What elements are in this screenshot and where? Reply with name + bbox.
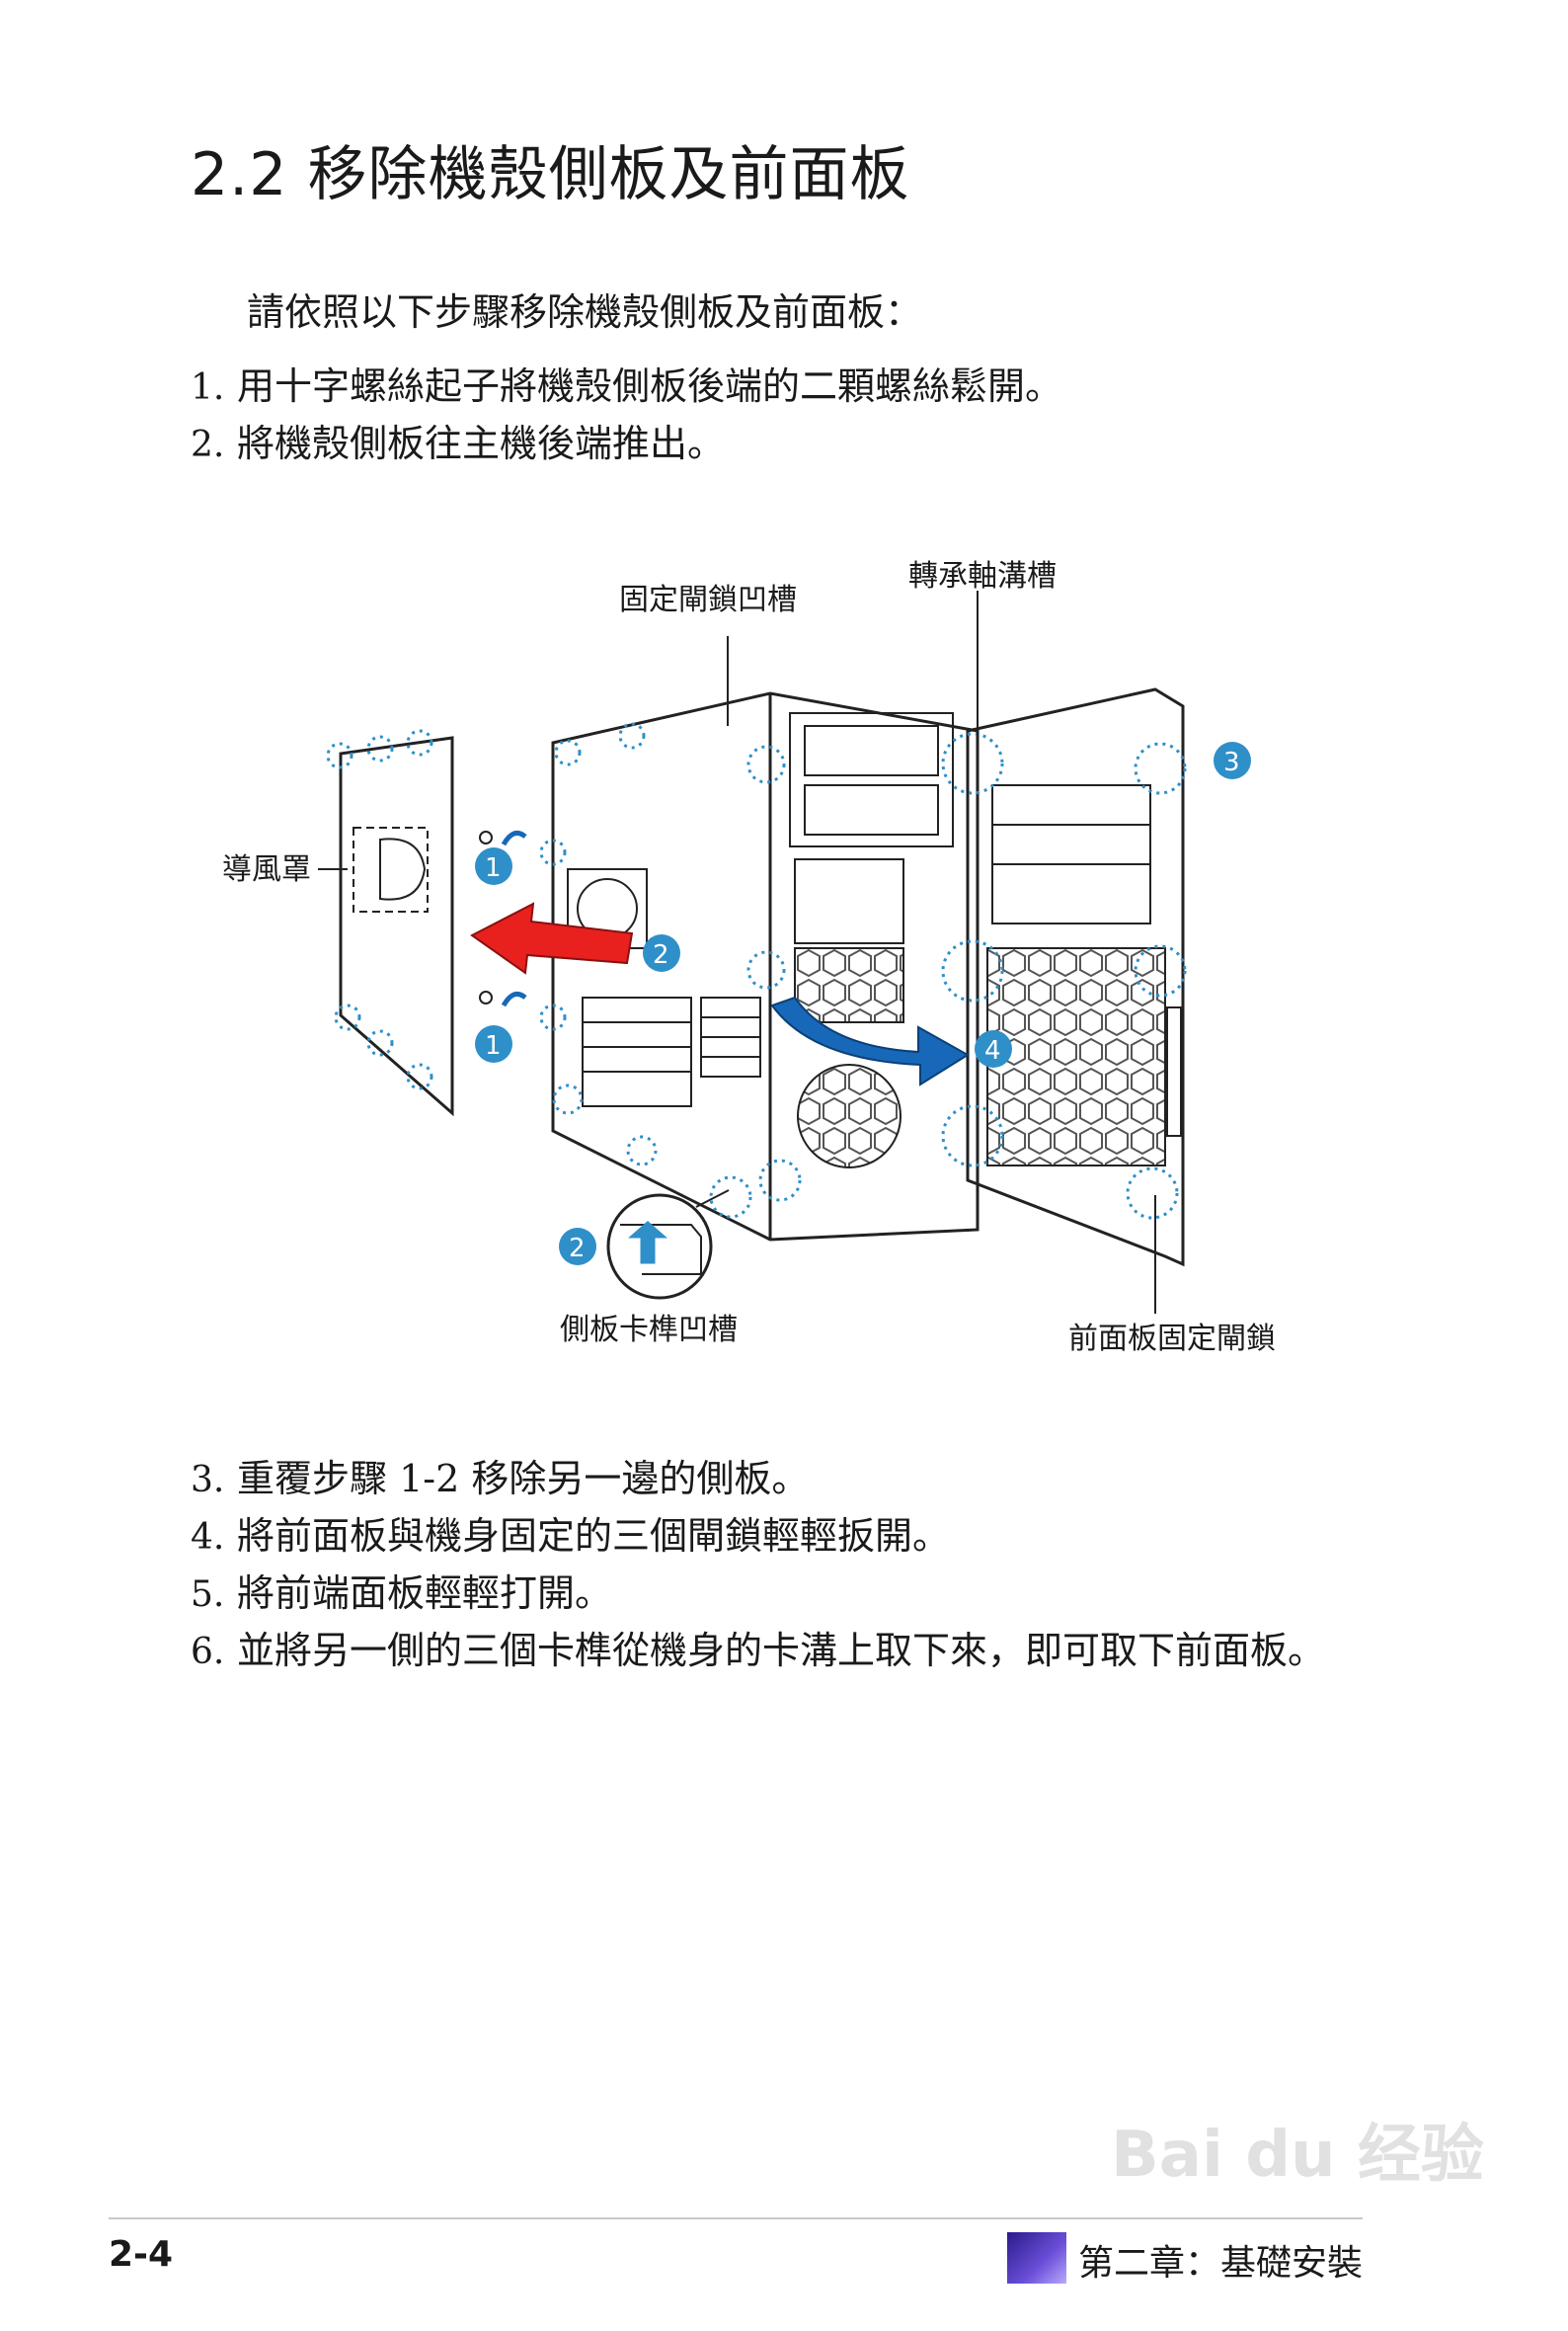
badge-detail: 2 [569, 1234, 586, 1263]
screw-icon [479, 830, 527, 1007]
chapter-label: 第二章：基礎安裝 [1078, 2243, 1364, 2284]
intro-paragraph: 請依照以下步驟移除機殼側板及前面板： [247, 290, 923, 334]
callout-side-tab-groove: 側板卡榫凹槽 [560, 1313, 738, 1347]
list-item: 4. 將前面板與機身固定的三個閘鎖輕輕扳開。 [191, 1507, 1325, 1565]
callout-air-duct: 導風罩 [222, 852, 311, 887]
callout-hinge-groove: 轉承軸溝槽 [908, 559, 1057, 594]
list-item: 6. 並將另一側的三個卡榫從機身的卡溝上取下來，即可取下前面板。 [191, 1622, 1325, 1679]
red-arrow-icon [470, 902, 634, 975]
step-text: 將機殼側板往主機後端推出。 [237, 422, 726, 465]
step-text: 將前面板與機身固定的三個閘鎖輕輕扳開。 [237, 1514, 951, 1558]
watermark: Bai du 经验 [1111, 2104, 1506, 2232]
highlight-circles [326, 722, 1187, 1220]
page-number: 2-4 [109, 2234, 174, 2275]
chassis [551, 691, 980, 1242]
step-number: 3. [191, 1460, 225, 1500]
steps-list-part2: 3. 重覆步驟 1-2 移除另一邊的側板。 4. 將前面板與機身固定的三個閘鎖輕輕扳… [191, 1450, 1325, 1679]
callout-latch-groove: 固定閘鎖凹槽 [619, 583, 797, 617]
list-item: 1. 用十字螺絲起子將機殼側板後端的二顆螺絲鬆開。 [191, 358, 1062, 415]
detail-inset [606, 1189, 730, 1300]
step-text: 重覆步驟 1-2 移除另一邊的側板。 [237, 1457, 810, 1500]
badge-front-panel: 3 [1223, 748, 1240, 777]
list-item: 3. 重覆步驟 1-2 移除另一邊的側板。 [191, 1450, 1325, 1507]
front-panel [966, 687, 1185, 1267]
step-badges: 1 2 1 3 4 2 [475, 742, 1251, 1265]
step-number: 4. [191, 1517, 225, 1558]
step-number: 1. [191, 367, 225, 408]
list-item: 2. 將機殼側板往主機後端推出。 [191, 415, 1062, 472]
case-disassembly-figure: 固定閘鎖凹槽 轉承軸溝槽 導風罩 側板卡榫凹槽 前面板固定閘鎖 1 2 1 3 … [222, 559, 1276, 1356]
badge-push: 2 [653, 940, 669, 970]
badge-screw-top: 1 [485, 853, 502, 883]
blue-arrow-icon [770, 996, 970, 1086]
step-text: 並將另一側的三個卡榫從機身的卡溝上取下來，即可取下前面板。 [237, 1629, 1326, 1672]
footer-divider [109, 2217, 1363, 2219]
steps-list-part1: 1. 用十字螺絲起子將機殼側板後端的二顆螺絲鬆開。 2. 將機殼側板往主機後端推出。 [191, 358, 1062, 472]
badge-swing: 4 [984, 1036, 1001, 1066]
badge-screw-bottom: 1 [485, 1031, 502, 1061]
step-number: 5. [191, 1574, 225, 1615]
callout-front-latch: 前面板固定閘鎖 [1068, 1322, 1276, 1356]
chapter-color-block [1007, 2232, 1066, 2284]
step-number: 2. [191, 425, 225, 465]
leader-lines [318, 591, 1156, 1314]
watermark-text: Bai du 经验 [1111, 2119, 1484, 2192]
side-panel [339, 736, 454, 1117]
page-title: 2.2 移除機殼側板及前面板 [191, 140, 910, 209]
step-text: 將前端面板輕輕打開。 [237, 1571, 613, 1615]
step-text: 用十字螺絲起子將機殼側板後端的二顆螺絲鬆開。 [237, 364, 1063, 408]
step-number: 6. [191, 1632, 225, 1672]
list-item: 5. 將前端面板輕輕打開。 [191, 1565, 1325, 1622]
